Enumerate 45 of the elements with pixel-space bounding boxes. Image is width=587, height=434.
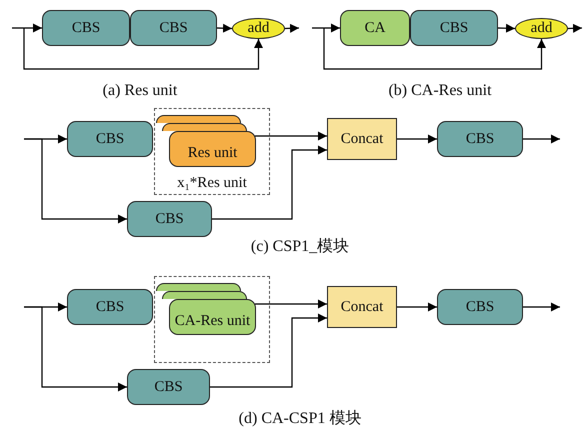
group-label: x₁*Res unit <box>176 175 248 192</box>
arrow <box>216 24 232 33</box>
process-box: Concat <box>327 118 397 160</box>
stacked-box: Res unit <box>169 131 256 167</box>
arrow <box>523 302 560 312</box>
arrow <box>523 134 560 144</box>
process-box: CBS <box>437 121 523 157</box>
process-box: CA <box>340 10 410 46</box>
arrow <box>24 306 127 392</box>
add-ellipse: add <box>232 18 285 39</box>
arrow <box>12 24 42 32</box>
process-box: CBS <box>437 289 523 325</box>
arrow <box>498 24 516 33</box>
arrow <box>312 24 340 32</box>
arrow <box>568 24 582 33</box>
caption: (b) CA-Res unit <box>388 82 492 100</box>
dashed-group-box <box>154 276 270 363</box>
arrow <box>210 314 327 388</box>
arrow <box>23 28 263 70</box>
stacked-box <box>156 283 241 291</box>
arrow <box>255 132 327 140</box>
process-box: CBS <box>67 121 153 157</box>
add-ellipse: add <box>515 18 568 39</box>
arrow <box>255 300 327 308</box>
process-box: Concat <box>327 286 397 328</box>
stacked-box: CA-Res unit <box>169 299 256 335</box>
stacked-box <box>162 123 247 131</box>
caption: (c) CSP1_模块 <box>250 236 350 257</box>
stacked-box <box>162 291 247 299</box>
arrow <box>397 134 437 144</box>
stacked-box <box>156 115 241 123</box>
dashed-group-box <box>154 108 270 195</box>
process-box: CBS <box>410 10 498 46</box>
arrow <box>24 138 127 224</box>
process-box: CBS <box>127 369 210 405</box>
arrow <box>323 28 546 70</box>
caption: (d) CA-CSP1 模块 <box>238 408 362 429</box>
process-box: CBS <box>130 10 217 46</box>
process-box: CBS <box>67 289 153 325</box>
arrow <box>397 302 437 312</box>
arrow <box>212 146 327 220</box>
process-box: CBS <box>127 201 212 237</box>
process-box: CBS <box>42 10 130 46</box>
arrow <box>284 24 300 33</box>
caption: (a) Res unit <box>102 82 178 100</box>
